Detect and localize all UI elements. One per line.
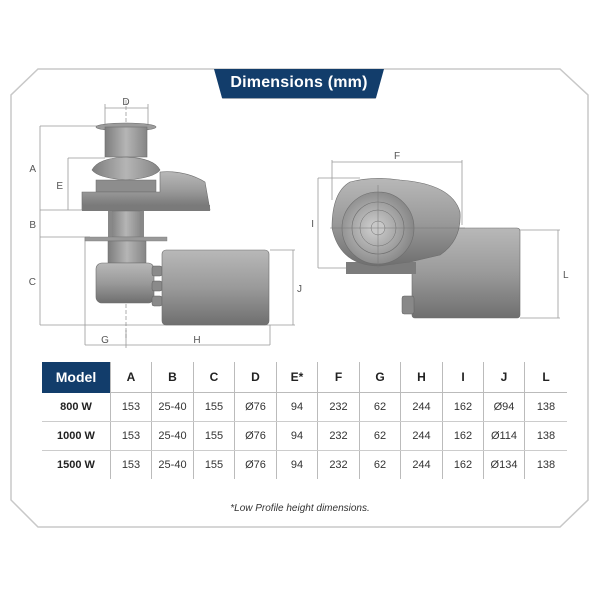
cell-a: 153 xyxy=(110,421,152,451)
svg-text:J: J xyxy=(297,284,302,295)
banner-shape xyxy=(214,69,384,99)
cell-l: 138 xyxy=(524,392,567,422)
dimensions-table: Model A B C D E* F G H I J L 800 W 153 2… xyxy=(42,362,567,479)
cell-g: 62 xyxy=(359,392,401,422)
model-cell: 1000 W xyxy=(42,421,111,451)
cell-d: Ø76 xyxy=(234,392,277,422)
cell-j: Ø114 xyxy=(483,421,525,451)
col-header-h: H xyxy=(400,362,443,393)
svg-text:F: F xyxy=(394,151,400,162)
cell-d: Ø76 xyxy=(234,421,277,451)
cell-j: Ø94 xyxy=(483,392,525,422)
col-header-l: L xyxy=(524,362,567,393)
cell-a: 153 xyxy=(110,392,152,422)
svg-text:I: I xyxy=(311,219,314,230)
svg-text:L: L xyxy=(563,270,569,281)
model-cell: 1500 W xyxy=(57,459,95,471)
cell-i: 162 xyxy=(442,392,484,422)
col-header-c: C xyxy=(193,362,235,393)
svg-text:B: B xyxy=(29,220,36,231)
svg-text:H: H xyxy=(193,335,200,346)
cell-f: 232 xyxy=(317,450,360,479)
table-header-row: Model A B C D E* F G H I J L xyxy=(42,362,567,393)
page-title: Dimensions (mm) xyxy=(230,74,368,91)
svg-text:C: C xyxy=(29,277,36,288)
table-row: 800 W 153 25-40 155 Ø76 94 232 62 244 16… xyxy=(42,392,567,422)
cell-h: 244 xyxy=(400,421,443,451)
col-header-i: I xyxy=(442,362,484,393)
table-row: 1500 W 153 25-40 155 Ø76 94 232 62 244 1… xyxy=(42,450,567,479)
cell-c: 155 xyxy=(193,421,235,451)
cell-f: 232 xyxy=(317,421,360,451)
cell-a: 153 xyxy=(110,450,152,479)
cell-e: 94 xyxy=(276,450,318,479)
cell-f: 232 xyxy=(317,392,360,422)
cell-e: 94 xyxy=(276,392,318,422)
col-header-b: B xyxy=(151,362,194,393)
cell-c: 155 xyxy=(193,392,235,422)
table-row: 1000 W 153 25-40 155 Ø76 94 232 62 244 1… xyxy=(42,421,567,451)
cell-h: 244 xyxy=(400,450,443,479)
cell-l: 138 xyxy=(524,421,567,451)
col-header-g: G xyxy=(359,362,401,393)
cell-h: 244 xyxy=(400,392,443,422)
model-cell: 800 W xyxy=(42,392,111,422)
col-header-f: F xyxy=(317,362,360,393)
cell-l: 138 xyxy=(524,450,567,479)
col-header-d: D xyxy=(234,362,277,393)
cell-j: Ø134 xyxy=(483,450,525,479)
side-view xyxy=(39,100,295,348)
title-banner: Dimensions (mm) xyxy=(214,69,384,99)
cell-d: Ø76 xyxy=(234,450,277,479)
col-header-j: J xyxy=(483,362,525,393)
col-header-e: E* xyxy=(276,362,318,393)
cell-g: 62 xyxy=(359,421,401,451)
cell-b: 25-40 xyxy=(151,421,194,451)
cell-c: 155 xyxy=(193,450,235,479)
svg-text:A: A xyxy=(29,164,36,175)
svg-text:E: E xyxy=(56,181,63,192)
cell-g: 62 xyxy=(359,450,401,479)
top-view xyxy=(317,160,560,319)
cell-b: 25-40 xyxy=(151,450,194,479)
col-header-model: Model xyxy=(42,362,111,393)
cell-b: 25-40 xyxy=(151,392,194,422)
cell-e: 94 xyxy=(276,421,318,451)
cell-i: 162 xyxy=(442,450,484,479)
svg-text:G: G xyxy=(101,335,109,346)
col-header-a: A xyxy=(110,362,152,393)
dim-label-d: D xyxy=(122,97,129,108)
cell-i: 162 xyxy=(442,421,484,451)
footnote: *Low Profile height dimensions. xyxy=(230,503,370,514)
